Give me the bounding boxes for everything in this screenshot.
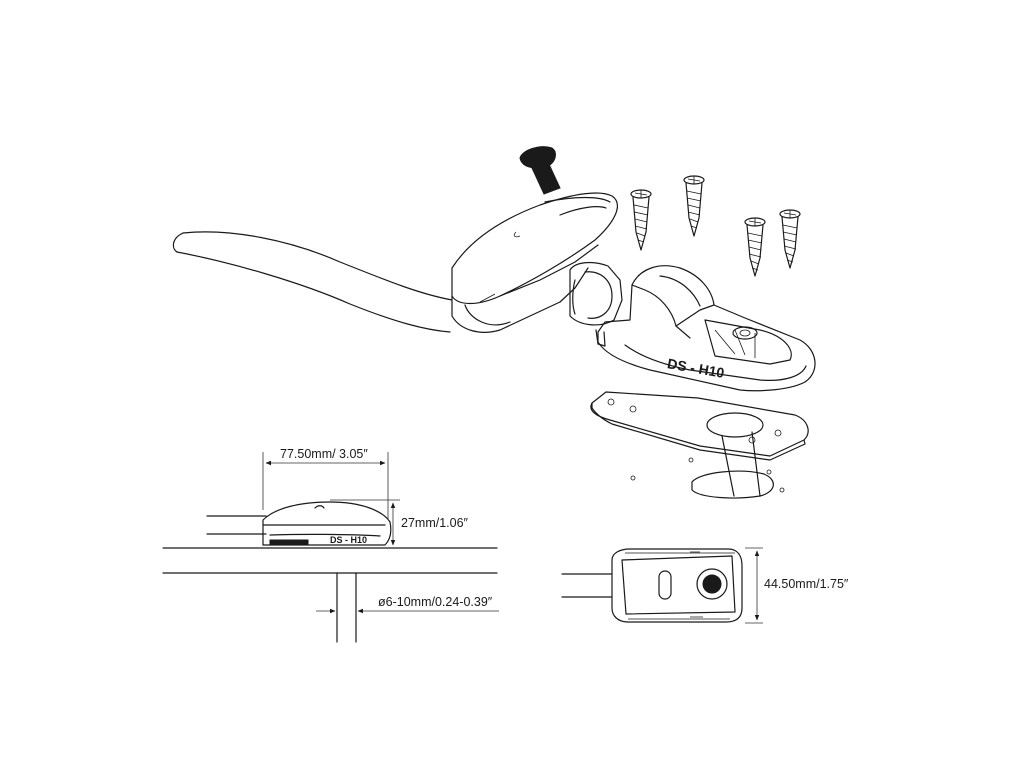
model-label: DS - H10 <box>666 355 726 381</box>
mounting-plate <box>590 391 809 461</box>
dim-diameter-label: ø6-10mm/0.24-0.39″ <box>378 595 493 609</box>
dim-width-label: 44.50mm/1.75″ <box>764 577 849 591</box>
swivel-grommet <box>569 261 623 326</box>
dim-height-label: 27mm/1.06″ <box>401 516 469 530</box>
side-view: DS - H10 77.50mm/ 3.05″ 27mm/1.06″ ø6-10… <box>162 447 499 643</box>
cable-through-deck <box>630 431 785 499</box>
bolt <box>519 146 561 195</box>
top-view: 44.50mm/1.75″ <box>561 547 849 624</box>
screw-4 <box>779 209 801 269</box>
model-label-side: DS - H10 <box>330 535 367 545</box>
cover-cap <box>451 192 618 333</box>
base-housing <box>595 265 816 392</box>
screw-1 <box>630 189 652 251</box>
screw-2 <box>683 175 705 237</box>
exploded-view: DS - H10 <box>172 146 816 499</box>
cable <box>172 231 453 333</box>
screw-3 <box>744 217 766 277</box>
dim-length-label: 77.50mm/ 3.05″ <box>280 447 368 461</box>
